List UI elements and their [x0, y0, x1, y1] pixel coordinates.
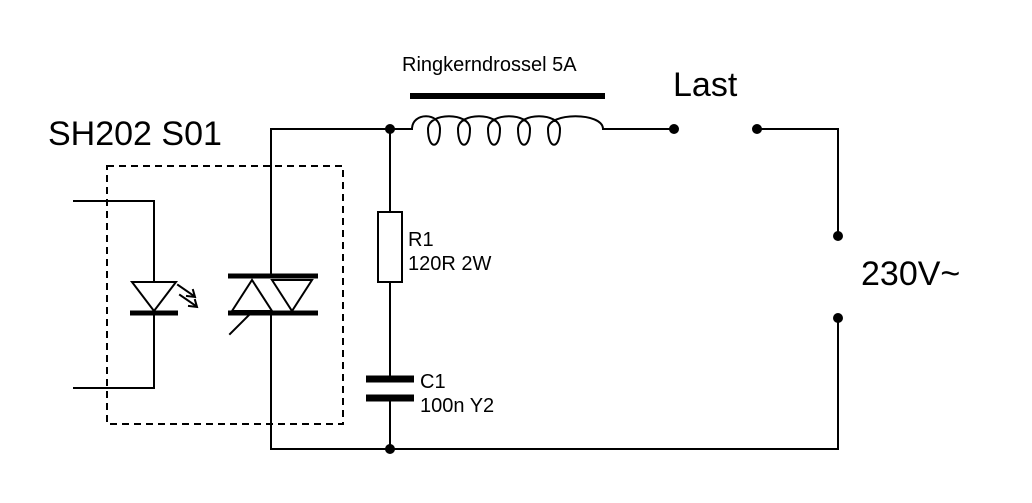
supply-terminal-bottom [833, 313, 843, 323]
capacitor-c1 [366, 375, 414, 402]
resistor-ref-label: R1 [408, 229, 434, 251]
load-label: Last [673, 66, 738, 104]
toroid-choke-symbol [410, 93, 605, 146]
load-terminal-left [669, 124, 679, 134]
load-terminal-right [752, 124, 762, 134]
optocoupler-package-outline [106, 165, 344, 425]
choke-label: Ringkerndrossel 5A [402, 54, 577, 76]
optocoupler-label: SH202 S01 [48, 115, 222, 153]
triac-symbol [228, 273, 318, 336]
resistor-value-label: 120R 2W [408, 253, 491, 275]
wire-top-left [270, 128, 413, 277]
supply-terminal-top [833, 231, 843, 241]
optocoupler-led [73, 200, 199, 389]
resistor-r1 [377, 211, 403, 283]
capacitor-ref-label: C1 [420, 371, 446, 393]
wire-load-to-supply [756, 128, 839, 237]
junction-dot-bottom [385, 444, 395, 454]
capacitor-value-label: 100n Y2 [420, 395, 494, 417]
junction-dot-top [385, 124, 395, 134]
supply-label: 230V~ [861, 255, 960, 293]
light-emission-arrows-icon [176, 283, 199, 309]
wire-triac-bottom [270, 312, 839, 450]
